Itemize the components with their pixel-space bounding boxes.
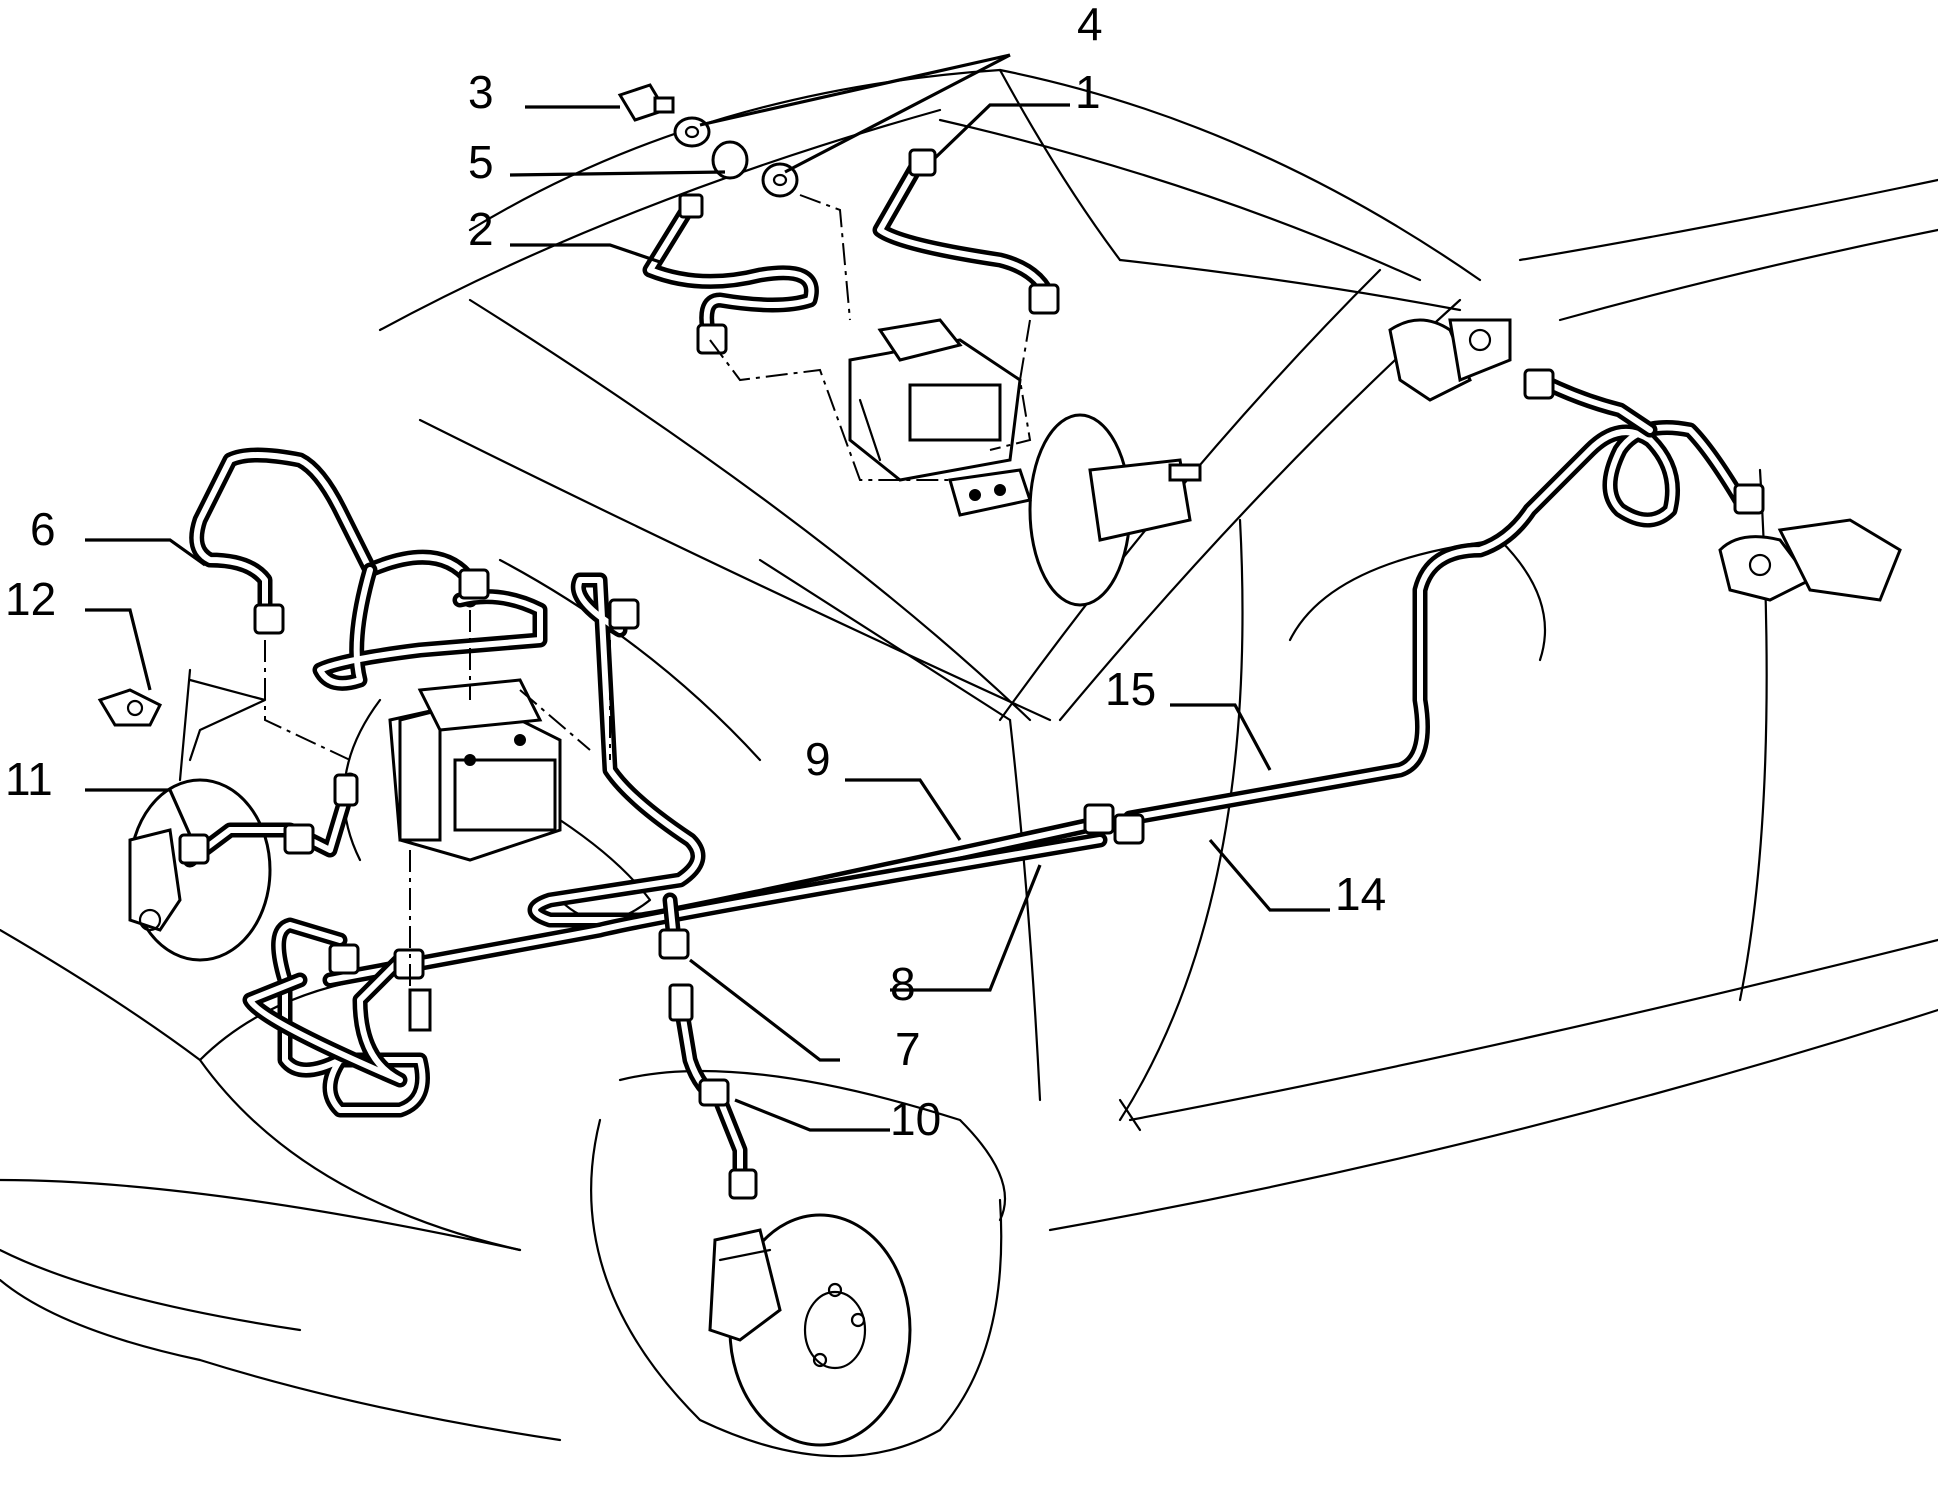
callout-4: 4	[1077, 0, 1103, 50]
callout-3: 3	[468, 66, 494, 118]
callout-15: 15	[1105, 663, 1156, 715]
loose-parts	[97, 83, 799, 727]
callout-12: 12	[5, 573, 56, 625]
callout-2: 2	[468, 203, 494, 255]
callout-8: 8	[890, 958, 916, 1010]
car-body-outline	[0, 68, 1938, 1458]
callout-10: 10	[890, 1093, 941, 1145]
callout-9: 9	[805, 733, 831, 785]
front-left-brake-disc	[128, 778, 272, 962]
callout-6: 6	[30, 503, 56, 555]
pipe-fittings	[178, 148, 1765, 1200]
callout-1: 1	[1075, 66, 1101, 118]
callout-11: 11	[5, 753, 53, 805]
callout-leaders	[85, 53, 1330, 1132]
master-cylinder-servo	[848, 318, 1202, 607]
rear-brake-parts	[1388, 318, 1902, 602]
callout-14: 14	[1335, 868, 1386, 920]
alignment-lines	[178, 194, 1032, 990]
front-right-brake-disc	[708, 1213, 912, 1447]
callout-7: 7	[895, 1023, 921, 1075]
callout-5: 5	[468, 136, 494, 188]
callout-labels: 1 2 3 4 5 6 7 8 9 10 11 12 14 15	[5, 0, 1386, 1145]
